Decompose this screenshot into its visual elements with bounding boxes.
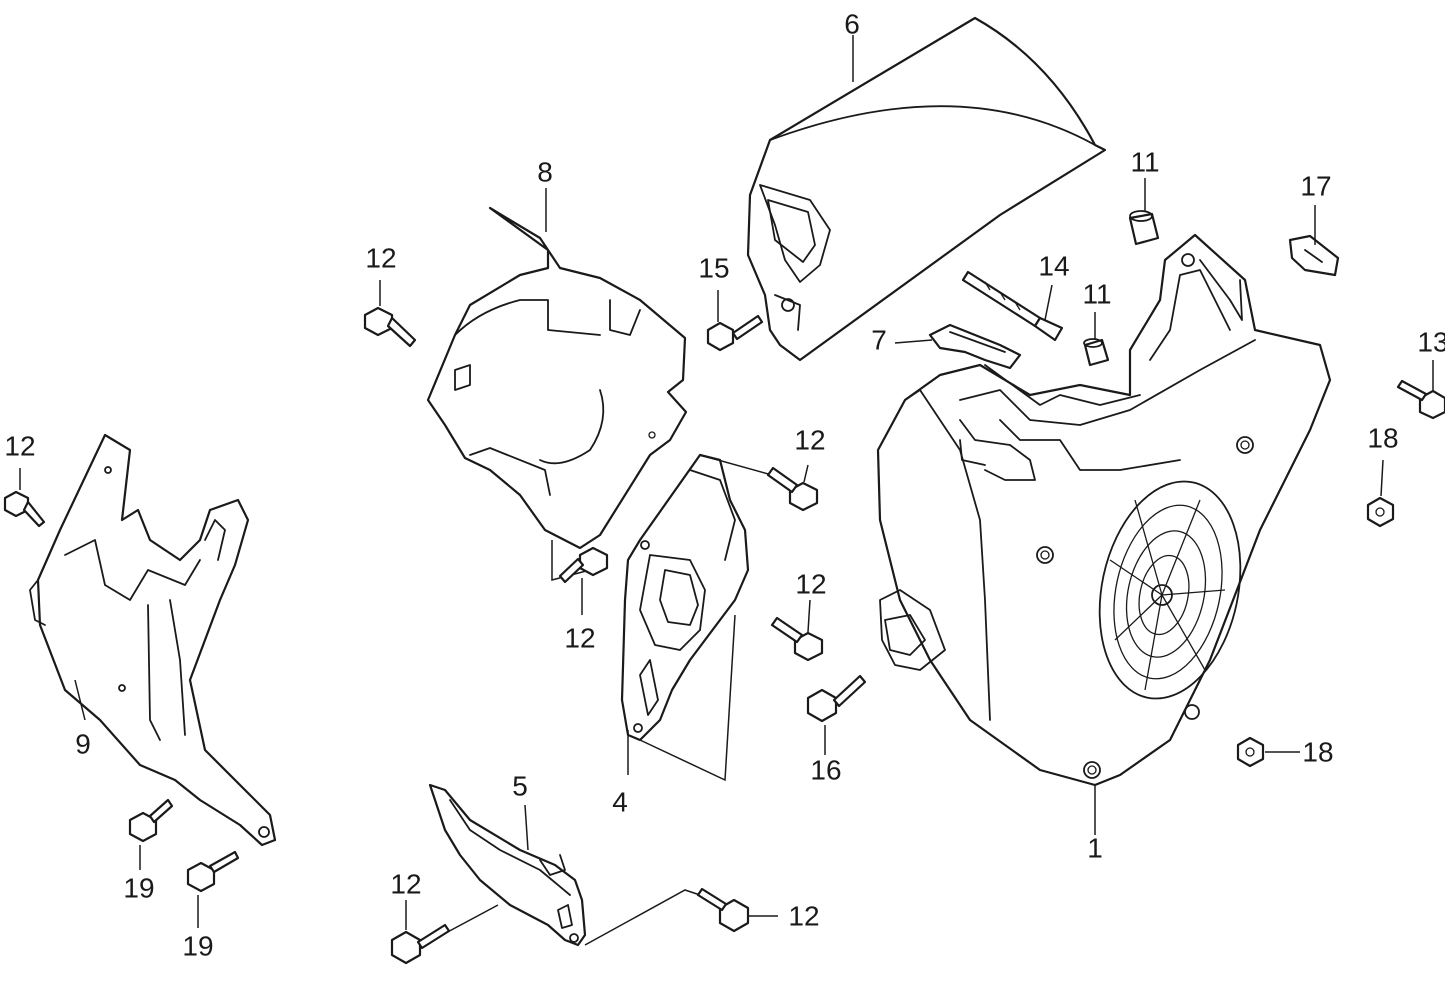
callout-14: 14 — [1038, 250, 1069, 281]
part-9-left-bracket — [29, 433, 277, 847]
bolt-15 — [706, 290, 764, 352]
bolt-12-far-left — [3, 468, 46, 528]
callout-11-lower: 11 — [1082, 278, 1111, 309]
part-17-clip-nut — [1288, 205, 1340, 277]
part-14-long-bolt — [961, 270, 1064, 342]
bolt-12-center-lower — [558, 546, 609, 615]
callout-5: 5 — [512, 770, 528, 801]
part-6-top-cover — [746, 16, 1107, 362]
part-11-bushing-upper — [1128, 178, 1160, 246]
bolt-12-upper-left — [363, 280, 417, 348]
part-5-lower-bracket — [428, 783, 716, 947]
nut-18-right — [1366, 459, 1395, 528]
bolt-19-upper — [128, 798, 174, 870]
part-8-upper-shroud — [426, 188, 688, 581]
callout-19-lower: 19 — [182, 930, 213, 961]
callout-7: 7 — [871, 324, 887, 355]
callout-4: 4 — [612, 786, 628, 817]
bolt-16 — [806, 674, 867, 755]
callout-1: 1 — [1087, 832, 1103, 863]
callout-12-bottom-left: 12 — [390, 868, 421, 899]
callout-12-center-right: 12 — [794, 424, 825, 455]
callout-12-far-left: 12 — [4, 430, 35, 461]
callout-18-right: 18 — [1367, 422, 1398, 453]
bolt-13 — [1396, 360, 1445, 420]
callout-12-upper-left: 12 — [365, 242, 396, 273]
callout-13: 13 — [1417, 326, 1445, 357]
callout-12-center-lower: 12 — [564, 622, 595, 653]
bolt-12-bottom-right — [696, 887, 778, 933]
bolt-12-right-bracket — [770, 599, 824, 662]
part-4-middle-bracket — [620, 453, 791, 782]
nut-18-bottom — [1236, 736, 1300, 768]
callout-11-upper: 11 — [1130, 146, 1159, 177]
callout-18-bottom: 18 — [1302, 736, 1333, 767]
callout-16: 16 — [810, 754, 841, 785]
bolt-19-lower — [186, 850, 240, 928]
callout-6: 6 — [844, 8, 860, 39]
part-11-bushing-lower — [1083, 312, 1110, 367]
callout-17: 17 — [1300, 170, 1331, 201]
callout-8: 8 — [537, 156, 553, 187]
part-1-blower-housing — [876, 233, 1332, 835]
bolt-12-center-right — [766, 464, 819, 512]
callout-15: 15 — [698, 252, 729, 283]
callout-19-upper: 19 — [123, 872, 154, 903]
bolt-12-bottom-left — [390, 900, 451, 965]
callout-9: 9 — [75, 728, 91, 759]
callout-12-right-bracket: 12 — [795, 568, 826, 599]
callout-12-bottom-right: 12 — [788, 900, 819, 931]
part-7-clip — [894, 323, 1022, 370]
